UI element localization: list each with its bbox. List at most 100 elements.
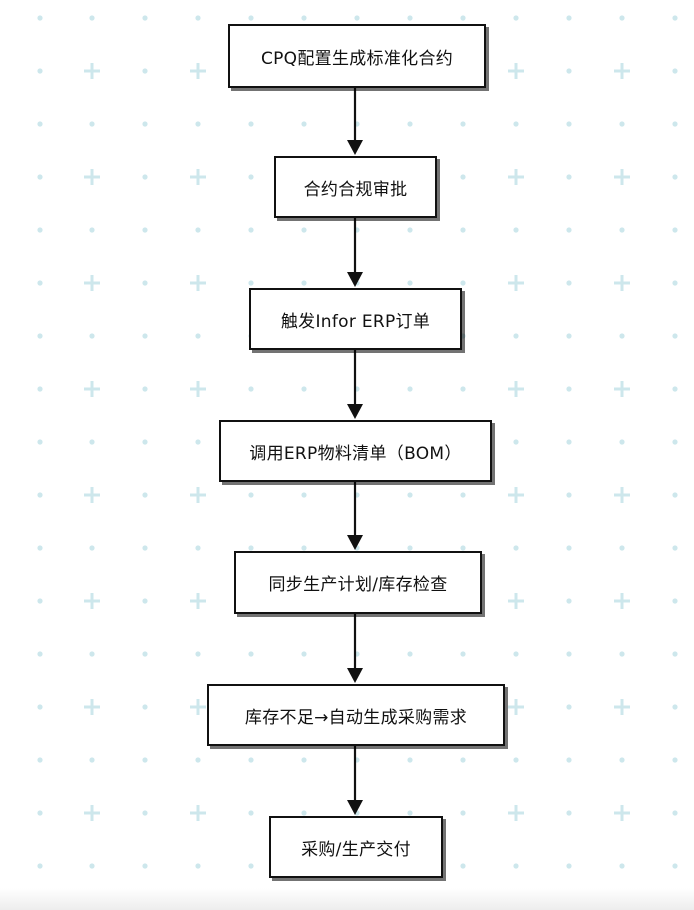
grid-plus-mark <box>190 805 206 821</box>
grid-dot <box>407 227 413 233</box>
grid-dot <box>672 386 678 392</box>
grid-dot <box>513 651 519 657</box>
grid-dot <box>672 863 678 869</box>
grid-dot <box>354 15 360 21</box>
grid-dot <box>566 704 572 710</box>
grid-dot <box>142 333 148 339</box>
grid-dot <box>142 386 148 392</box>
grid-dot <box>566 386 572 392</box>
grid-dot <box>301 545 307 551</box>
grid-dot <box>566 174 572 180</box>
grid-dot <box>37 280 43 286</box>
grid-dot <box>195 439 201 445</box>
grid-dot <box>672 704 678 710</box>
grid-dot <box>37 439 43 445</box>
grid-plus-mark <box>84 805 100 821</box>
grid-dot <box>672 598 678 604</box>
grid-dot <box>619 333 625 339</box>
grid-dot <box>142 121 148 127</box>
grid-plus-mark <box>84 699 100 715</box>
grid-dot <box>37 545 43 551</box>
grid-dot <box>195 757 201 763</box>
grid-dot <box>566 545 572 551</box>
grid-dot <box>566 121 572 127</box>
grid-dot <box>37 863 43 869</box>
grid-plus-mark <box>190 699 206 715</box>
bottom-fade <box>0 888 694 910</box>
grid-dot <box>672 68 678 74</box>
grid-dot <box>672 492 678 498</box>
grid-dot <box>566 227 572 233</box>
grid-plus-mark <box>84 381 100 397</box>
grid-dot <box>195 333 201 339</box>
grid-dot <box>37 492 43 498</box>
grid-dot <box>566 598 572 604</box>
grid-dot <box>142 280 148 286</box>
grid-dot <box>37 651 43 657</box>
grid-dot <box>513 863 519 869</box>
grid-dot <box>142 651 148 657</box>
grid-plus-mark <box>190 169 206 185</box>
grid-dot <box>460 863 466 869</box>
grid-dot <box>37 757 43 763</box>
grid-dot <box>460 757 466 763</box>
grid-dot <box>89 757 95 763</box>
grid-plus-mark <box>508 699 524 715</box>
grid-dot <box>460 810 466 816</box>
grid-dot <box>619 651 625 657</box>
grid-plus-mark <box>508 63 524 79</box>
grid-dot <box>142 439 148 445</box>
grid-dot <box>37 386 43 392</box>
grid-dot <box>566 492 572 498</box>
grid-dot <box>89 651 95 657</box>
edge-arrow-n3-n4 <box>347 350 363 419</box>
grid-dot <box>248 121 254 127</box>
grid-dot <box>460 174 466 180</box>
grid-dot <box>672 439 678 445</box>
grid-plus-mark <box>614 805 630 821</box>
node-compliance-approval: 合约合规审批 <box>274 156 437 218</box>
grid-plus-mark <box>190 63 206 79</box>
grid-plus-mark <box>84 169 100 185</box>
grid-dot <box>619 863 625 869</box>
grid-dot <box>89 333 95 339</box>
grid-dot <box>142 15 148 21</box>
grid-dot <box>37 333 43 339</box>
grid-dot <box>37 68 43 74</box>
grid-dot <box>248 174 254 180</box>
grid-plus-mark <box>508 275 524 291</box>
grid-dot <box>566 757 572 763</box>
grid-dot <box>142 863 148 869</box>
grid-dot <box>619 439 625 445</box>
grid-dot <box>142 227 148 233</box>
grid-dot <box>195 545 201 551</box>
grid-dot <box>619 545 625 551</box>
edge-arrow-n4-n5 <box>347 482 363 550</box>
grid-dot <box>142 174 148 180</box>
grid-dot <box>407 545 413 551</box>
grid-dot <box>672 545 678 551</box>
node-trigger-erp-order: 触发Infor ERP订单 <box>249 288 462 350</box>
grid-dot <box>407 810 413 816</box>
grid-dot <box>619 15 625 21</box>
grid-plus-mark <box>508 805 524 821</box>
grid-dot <box>672 15 678 21</box>
edge-arrow-n1-n2 <box>347 88 363 155</box>
grid-dot <box>248 757 254 763</box>
grid-dot <box>142 545 148 551</box>
grid-dot <box>142 598 148 604</box>
grid-dot <box>407 386 413 392</box>
grid-dot <box>407 15 413 21</box>
grid-dot <box>89 545 95 551</box>
grid-dot <box>37 704 43 710</box>
grid-dot <box>513 227 519 233</box>
grid-dot <box>248 492 254 498</box>
node-purchase-production-delivery: 采购/生产交付 <box>269 816 443 878</box>
grid-dot <box>672 227 678 233</box>
grid-plus-mark <box>84 63 100 79</box>
grid-dot <box>566 651 572 657</box>
grid-dot <box>407 651 413 657</box>
grid-dot <box>566 68 572 74</box>
